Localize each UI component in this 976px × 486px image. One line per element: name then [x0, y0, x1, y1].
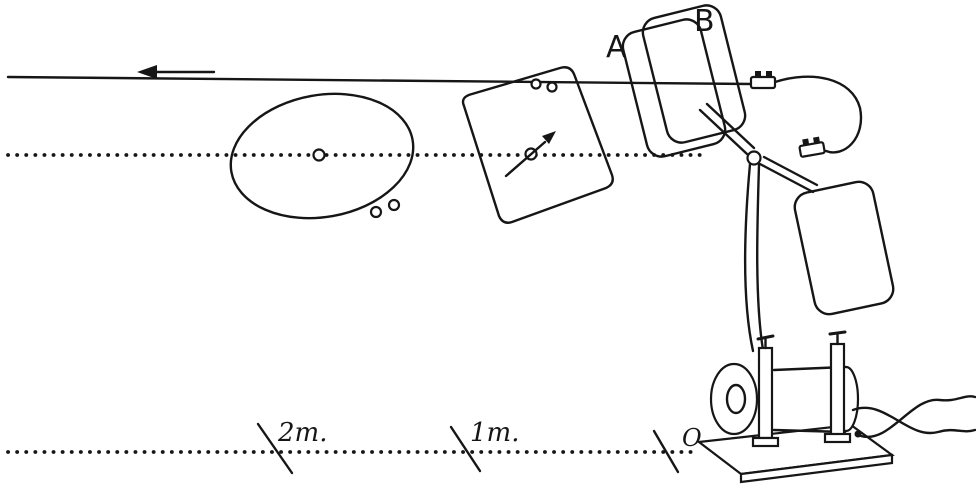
wire: [859, 395, 976, 439]
cord-bead: [530, 78, 542, 90]
distance-mark-origin: O: [652, 424, 702, 474]
cord-bead: [369, 205, 383, 219]
cord-connector-lower: [798, 136, 826, 158]
coil-cylinder: [772, 365, 860, 434]
frame-motion-up-right-arrow-icon: [504, 131, 556, 178]
connector-screw: [755, 71, 761, 78]
wave-direction-left-arrow-icon: [137, 65, 216, 79]
cord-end-loop: [749, 71, 863, 158]
screw-head: [828, 330, 847, 336]
cord-bead: [387, 198, 401, 212]
tick-mark: [256, 422, 294, 475]
small-frame-right: [793, 180, 895, 316]
cord-strand: [756, 163, 765, 352]
arrow-shaft: [504, 140, 547, 178]
loop-center-bead: [312, 148, 326, 162]
label-frame-b: B: [694, 4, 715, 39]
rod-edge: [698, 108, 749, 156]
rod-edge: [705, 102, 756, 150]
left-binding-post: [751, 334, 780, 448]
frame-b: [641, 4, 747, 144]
wire-terminal: [854, 430, 862, 438]
drum-wheel: [709, 362, 759, 436]
lever-rod-lower: [758, 155, 819, 194]
screw-head: [756, 334, 775, 341]
post-shaft: [757, 346, 774, 440]
tilted-frame: [461, 66, 614, 224]
cord-strand: [743, 162, 755, 353]
vibrator-apparatus: [696, 330, 976, 484]
tick-mark: [449, 425, 482, 473]
right-binding-post: [823, 330, 852, 444]
connector-body: [798, 141, 826, 158]
rod-edge: [762, 155, 819, 187]
cord-bead: [546, 81, 558, 93]
distance-label-origin: O: [682, 424, 702, 452]
tilted-frame-outline: [461, 66, 614, 224]
distance-mark-2m: 2m.: [256, 418, 327, 475]
tick-mark: [652, 429, 680, 474]
cord-line: [6, 75, 754, 86]
arrow-head: [542, 131, 556, 144]
suspension-cords: [743, 162, 765, 353]
drum-hub: [725, 383, 747, 415]
wire: [851, 406, 976, 435]
distance-mark-1m: 1m.: [449, 418, 519, 473]
lead-wires: [851, 395, 976, 439]
post-foot: [751, 436, 780, 448]
post-foot: [823, 432, 852, 444]
connector-body: [749, 75, 777, 90]
distance-label-2m: 2m.: [277, 418, 327, 448]
connector-screw: [766, 71, 772, 78]
loop-ellipse: [229, 92, 415, 220]
label-frame-a: A: [606, 30, 627, 65]
base-front: [739, 453, 894, 484]
lever-rod-upper: [698, 102, 756, 156]
rod-edge: [758, 162, 815, 194]
pivot-joint: [746, 150, 762, 166]
cord-loop: [229, 92, 415, 220]
post-shaft: [829, 342, 846, 438]
arrow-head: [137, 65, 157, 79]
cord-loop-curve: [773, 75, 863, 154]
distance-label-1m: 1m.: [470, 418, 519, 448]
frame-a: [621, 18, 727, 158]
cord-connector-upper: [749, 71, 777, 90]
